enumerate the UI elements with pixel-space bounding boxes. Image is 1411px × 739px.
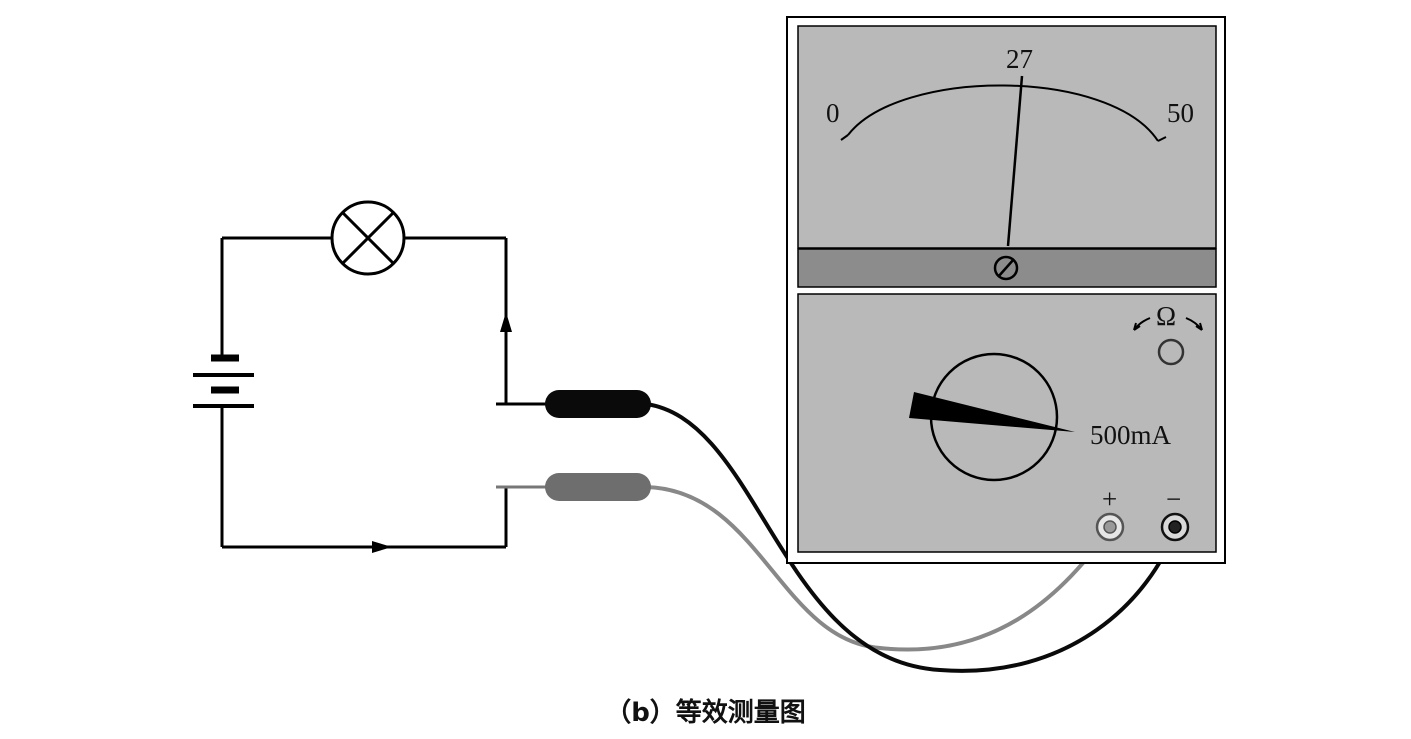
ohm-arrow-left-icon	[1133, 317, 1151, 331]
zero-adjust-screw-icon[interactable]	[993, 255, 1019, 281]
figure-caption: （b）等效测量图	[605, 698, 806, 728]
range-selector-knob[interactable]	[909, 352, 1075, 482]
minus-terminal-label: −	[1166, 484, 1181, 514]
scale-label-min: 0	[826, 98, 840, 128]
ohm-symbol: Ω	[1156, 301, 1176, 331]
current-arrows	[372, 312, 512, 553]
probe-leads	[645, 402, 1178, 673]
needle-reading-label: 27	[1006, 44, 1033, 74]
plus-terminal-label: +	[1102, 484, 1117, 514]
multimeter: 0 50 27 500mA Ω + −	[786, 16, 1226, 564]
red-lead-wire	[645, 485, 1112, 652]
circuit	[220, 236, 552, 549]
ohm-arrow-right-icon	[1185, 317, 1203, 331]
meter-needle	[1006, 75, 1024, 247]
meter-dial-face	[797, 25, 1217, 249]
ohm-adjust-knob[interactable]	[1157, 338, 1185, 366]
arrow-right-icon	[372, 541, 392, 553]
scale-arc	[847, 84, 1159, 142]
probe-red[interactable]	[545, 473, 651, 501]
black-lead-wire	[645, 402, 1178, 673]
scale-tick-right	[1157, 136, 1167, 142]
minus-terminal-socket[interactable]	[1160, 512, 1190, 542]
lamp-icon	[330, 200, 406, 276]
arrow-up-icon	[500, 312, 512, 332]
selector-pointer-icon	[909, 392, 1075, 432]
battery-icon	[193, 354, 254, 408]
scale-tick-left	[840, 134, 849, 141]
scale-label-max: 50	[1167, 98, 1194, 128]
plus-terminal-socket[interactable]	[1095, 512, 1125, 542]
range-label: 500mA	[1090, 420, 1172, 450]
probe-black[interactable]	[545, 390, 651, 418]
